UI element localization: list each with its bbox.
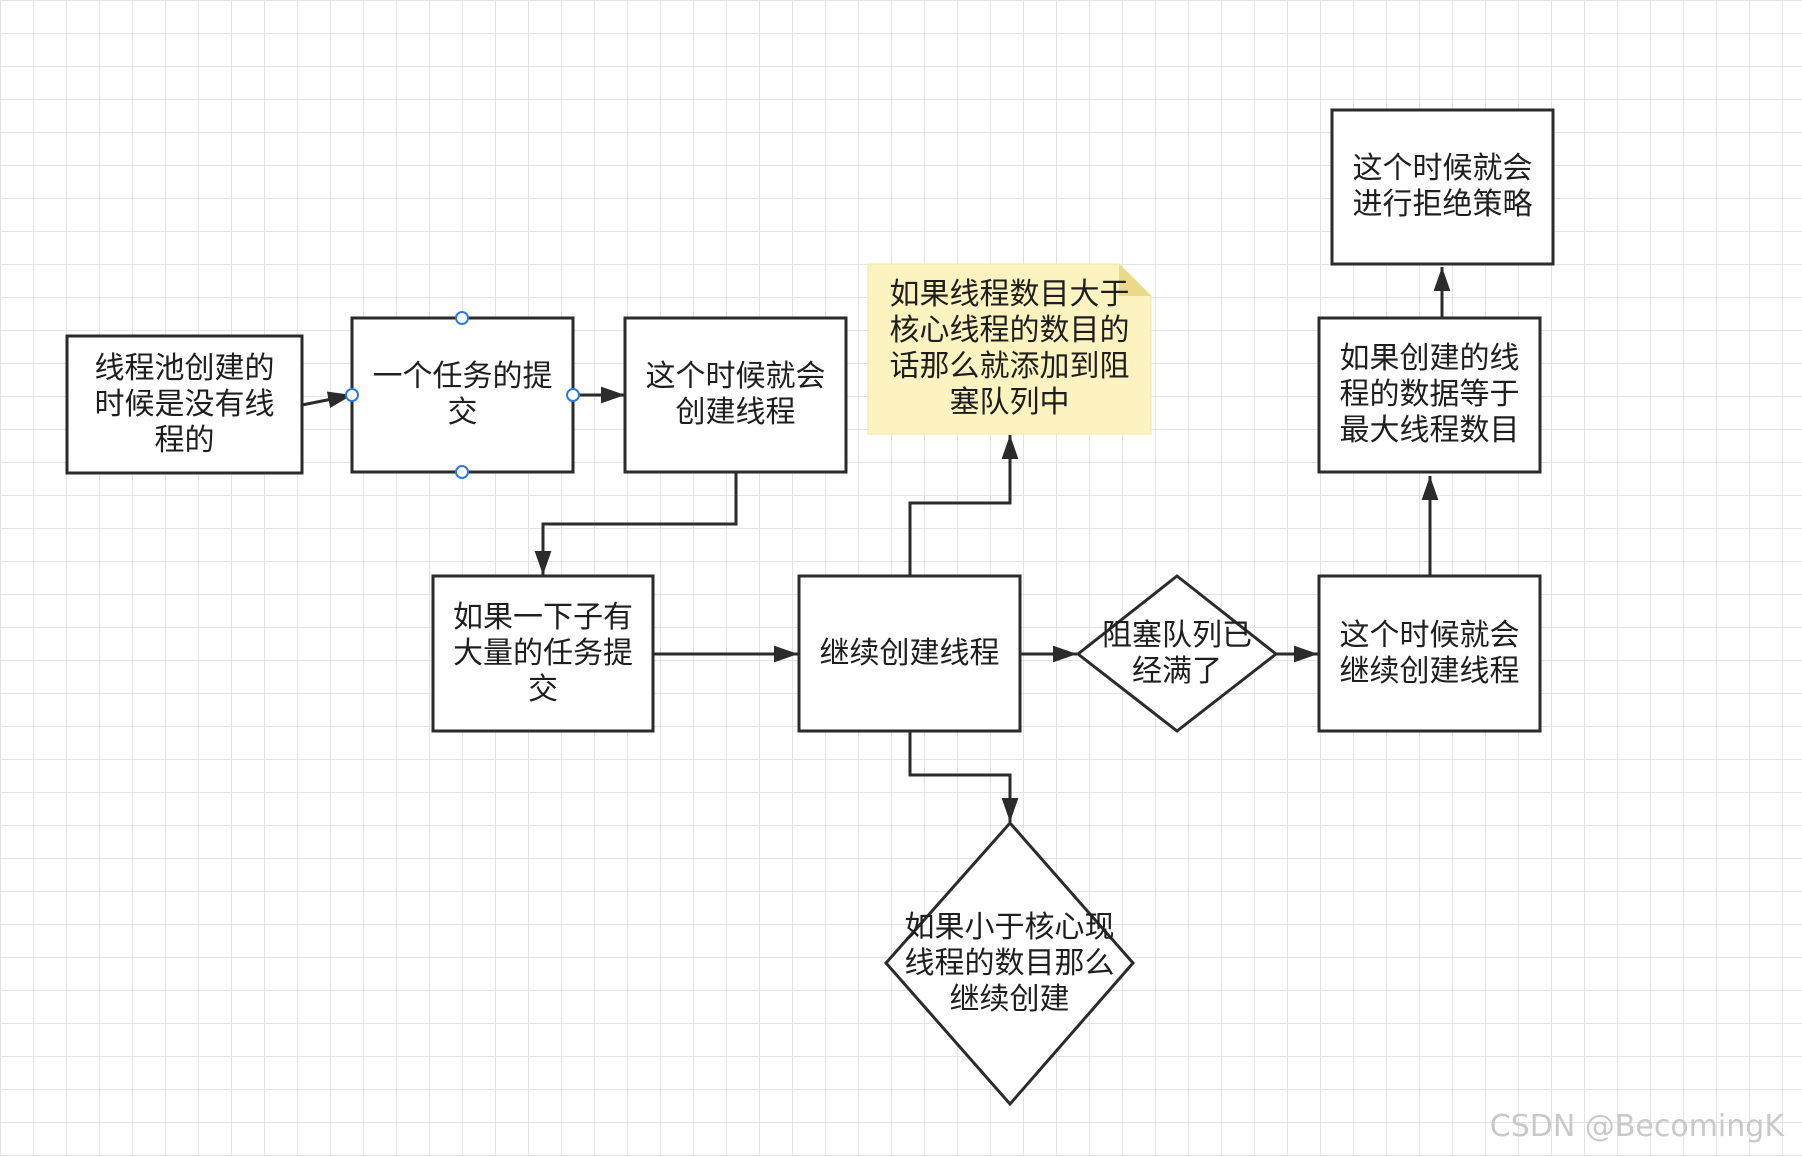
node-n7-shape[interactable] (1075, 574, 1279, 733)
connection-handle-bottom[interactable] (455, 465, 469, 479)
node-n5-shape[interactable] (797, 574, 1022, 733)
edge-n5-n6[interactable] (908, 435, 1019, 576)
edge-n1-n2[interactable] (301, 391, 353, 408)
node-n2-shape[interactable] (350, 316, 575, 474)
connection-handle-left[interactable] (345, 388, 359, 402)
node-n11-shape[interactable] (883, 820, 1135, 1107)
node-n1-shape[interactable] (65, 334, 304, 475)
node-n8-shape[interactable] (1317, 574, 1542, 733)
node-n9-shape[interactable] (1317, 316, 1542, 474)
connection-handle-top[interactable] (455, 311, 469, 325)
node-n6-shape[interactable] (867, 263, 1152, 435)
node-n4-shape[interactable] (431, 574, 655, 733)
watermark: CSDN @BecomingK (1489, 1109, 1784, 1144)
edge-n3-n4[interactable] (534, 472, 738, 575)
connection-handle-right[interactable] (566, 388, 580, 402)
node-n10-shape[interactable] (1330, 108, 1555, 266)
edge-n5-n11[interactable] (908, 731, 1019, 822)
node-n3-shape[interactable] (623, 316, 848, 474)
